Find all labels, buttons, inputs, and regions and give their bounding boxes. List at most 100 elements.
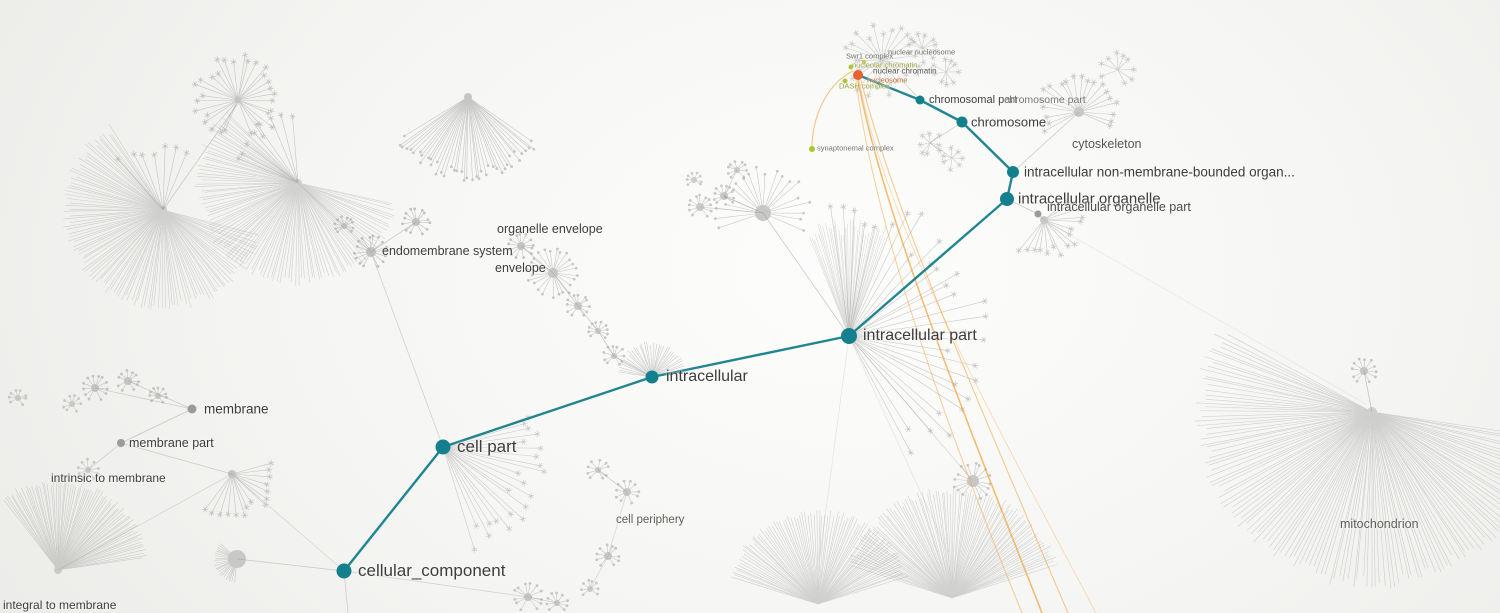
graph-link: [236, 558, 345, 572]
cluster-bottom-small-1: [513, 581, 543, 612]
cluster-cc-circle-wedge: [214, 543, 246, 583]
term-label-envelope[interactable]: envelope: [495, 261, 546, 275]
term-label-membrane-part[interactable]: membrane part: [129, 436, 214, 450]
node-intracellular-part[interactable]: [841, 328, 857, 344]
orange-edge: [860, 79, 1069, 613]
graph-link: [597, 330, 615, 357]
orange-edge: [858, 79, 1097, 613]
dot-green-1[interactable]: [842, 78, 848, 84]
term-label-nucleolar-chromatin[interactable]: nucleolar chromatin: [852, 60, 918, 70]
graph-link: [370, 221, 417, 253]
graph-link: [723, 169, 738, 197]
term-label-nuclear-nucleosome[interactable]: nuclear nucleosome: [888, 47, 956, 57]
term-label-synaptonemal-complex[interactable]: synaptonemal complex: [817, 143, 894, 153]
orange-edge: [855, 79, 1023, 613]
term-label-chromosome[interactable]: chromosome: [971, 114, 1047, 130]
graph-link: [231, 473, 345, 572]
graph-link: [597, 469, 628, 493]
graph-link: [120, 442, 233, 475]
cluster-mitochondrion-fan: [1195, 333, 1500, 589]
cluster-periphery-1: [586, 458, 610, 480]
node-chromosomal-part[interactable]: [915, 95, 925, 105]
cluster-envelope-burst: [525, 247, 579, 300]
cluster-periphery-4: [579, 578, 600, 596]
graph-link: [162, 102, 239, 211]
cluster-cytoskeleton-cluster: [1038, 73, 1120, 135]
term-label-nucleosome[interactable]: nucleosome: [867, 75, 908, 85]
cluster-organelle-part-cluster: [1015, 198, 1086, 259]
cluster-flower-344-226: [333, 215, 355, 234]
cluster-flower-737-170: [726, 160, 749, 179]
cluster-flower-614-356: [602, 345, 626, 366]
graph-link: [929, 142, 953, 159]
term-label-intracellular-organelle-part[interactable]: intracellular organelle part: [1047, 200, 1191, 214]
graph-link: [1363, 370, 1373, 413]
graph-link: [819, 335, 850, 556]
node-chromosome[interactable]: [956, 116, 968, 128]
graph-link: [520, 245, 554, 274]
node-intracellular-nmb-organelle[interactable]: [1007, 166, 1019, 178]
term-label-intrinsic-to-membrane[interactable]: intrinsic to membrane: [51, 471, 166, 485]
node-cellular_component[interactable]: [336, 563, 352, 579]
cluster-bottom-small-2: [545, 591, 569, 612]
term-label-organelle-envelope[interactable]: organelle envelope: [497, 222, 603, 236]
graph-link: [762, 212, 850, 337]
graph-link: [699, 206, 764, 214]
term-label-dash-complex[interactable]: DASH complex: [839, 81, 890, 91]
highlight-edge-chromosomal-part--nucleosome: [857, 73, 921, 102]
cluster-icp-fan-dense: [809, 218, 887, 337]
highlight-edge-intracellular-part--intracellular-organelle: [848, 198, 1008, 337]
cluster-mitochondrion-top-flower: [1350, 357, 1378, 384]
term-label-cellular-component[interactable]: cellular_component: [358, 561, 506, 580]
cluster-flower-700-207: [688, 193, 713, 218]
cluster-flower-724-196: [712, 184, 736, 204]
term-label-cell-part[interactable]: cell part: [457, 437, 517, 456]
cluster-membrane-flower-4: [62, 394, 83, 413]
term-label-intracellular-nmb-organelle[interactable]: intracellular non-membrane-bounded organ…: [1024, 164, 1295, 180]
term-label-nuclear-chromatin[interactable]: nuclear chromatin: [873, 66, 937, 76]
term-label-intracellular-organelle[interactable]: intracellular organelle: [1018, 190, 1161, 208]
dot-yellow[interactable]: [862, 60, 866, 64]
cluster-endomembrane-flower: [353, 234, 388, 268]
graph-link: [607, 491, 628, 557]
graph-link: [94, 387, 193, 410]
dot-synaptonemal[interactable]: [809, 146, 815, 152]
term-label-integral-to-membrane[interactable]: integral to membrane: [3, 598, 117, 612]
term-label-cytoskeleton[interactable]: cytoskeleton: [1072, 137, 1142, 151]
cluster-icp-fan-tips: [827, 203, 989, 456]
term-label-mitochondrion[interactable]: mitochondrion: [1340, 517, 1419, 531]
graph-link: [929, 121, 963, 144]
cluster-periphery-2: [614, 479, 641, 505]
term-label-chromosomal-part[interactable]: chromosomal part: [929, 94, 1018, 106]
dot-green-2[interactable]: [848, 64, 854, 70]
node-membrane-part[interactable]: [117, 439, 125, 447]
term-label-intracellular[interactable]: intracellular: [666, 368, 748, 385]
graph-link: [297, 182, 372, 253]
term-label-intracellular-part[interactable]: intracellular part: [863, 327, 977, 344]
node-intracellular-organelle[interactable]: [1000, 192, 1014, 206]
term-label-endomembrane-system[interactable]: endomembrane system: [382, 244, 513, 258]
node-organelle-part-node[interactable]: [1034, 210, 1042, 218]
term-label-chromosome-part[interactable]: chromosome part: [1004, 94, 1086, 106]
cluster-membrane-flower-3: [148, 386, 168, 404]
node-nucleosome[interactable]: [853, 70, 863, 80]
node-membrane[interactable]: [187, 404, 197, 414]
cluster-nucleosome-minor-2: [930, 56, 962, 88]
term-label-membrane[interactable]: membrane: [204, 401, 269, 417]
cluster-chain-930-143: [916, 130, 943, 157]
term-label-swr1-complex[interactable]: Swr1 complex: [846, 51, 894, 61]
graph-link: [897, 75, 921, 101]
graph-link: [127, 380, 193, 410]
cluster-mid-fan-spikes: [235, 111, 299, 184]
cluster-bottom-fan-right: [849, 486, 1058, 599]
cluster-intrinsic-cluster: [201, 459, 275, 519]
term-label-cell-periphery[interactable]: cell periphery: [616, 514, 685, 526]
graph-link: [1012, 111, 1080, 173]
highlight-edge-intracellular-nmb-organelle--chromosome: [961, 121, 1014, 173]
node-cell-part[interactable]: [435, 439, 451, 455]
node-intracellular[interactable]: [645, 370, 659, 384]
cluster-flower-763-213: [713, 165, 812, 232]
graph-link: [57, 473, 233, 571]
